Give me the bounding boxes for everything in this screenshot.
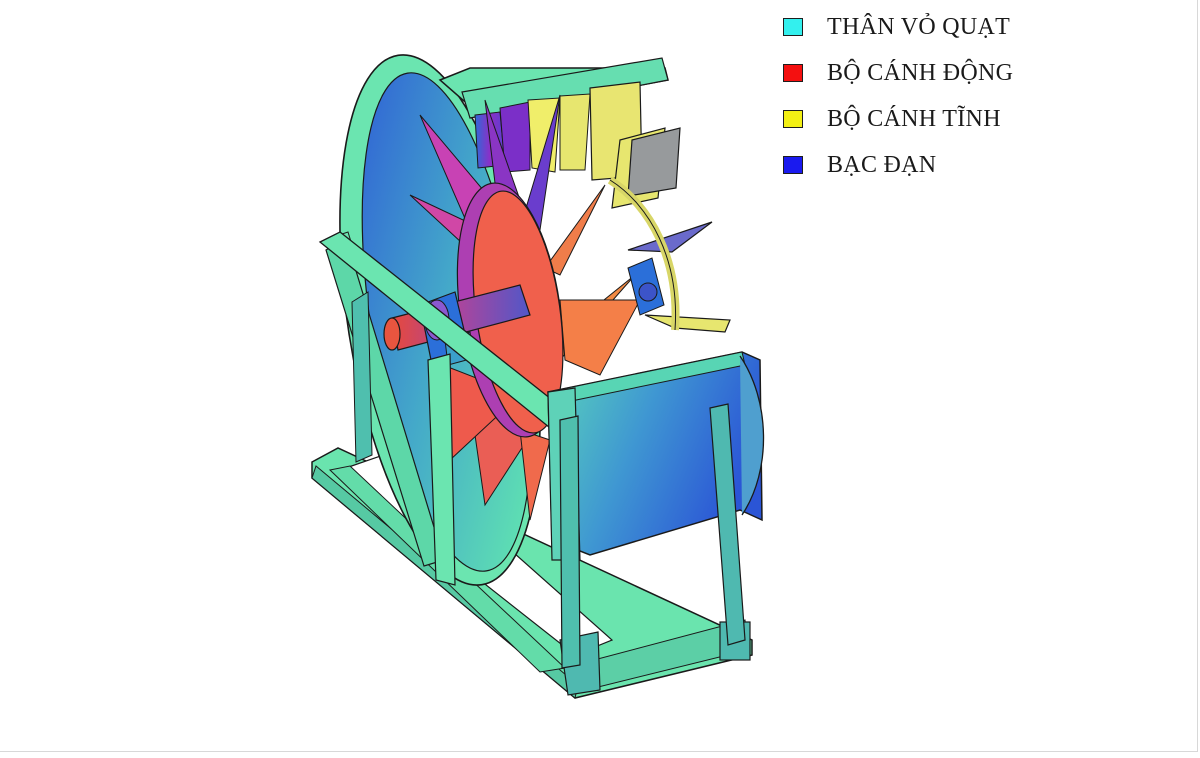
legend-swatch-blue: [783, 156, 803, 174]
legend-item-stator: BỘ CÁNH TĨNH: [783, 96, 1013, 142]
legend-item-bearing: BẠC ĐẠN: [783, 142, 1013, 188]
right-stator-vanes: [607, 127, 731, 333]
legend-label-bearing: BẠC ĐẠN: [827, 151, 937, 178]
legend-swatch-cyan: [783, 18, 803, 36]
legend-item-casing: THÂN VỎ QUẠT: [783, 4, 1013, 50]
legend-swatch-yellow: [783, 110, 803, 128]
legend: THÂN VỎ QUẠT BỘ CÁNH ĐỘNG BỘ CÁNH TĨNH B…: [783, 4, 1013, 188]
legend-label-casing: THÂN VỎ QUẠT: [827, 13, 1011, 40]
legend-label-rotor: BỘ CÁNH ĐỘNG: [827, 59, 1014, 86]
legend-label-stator: BỘ CÁNH TĨNH: [827, 105, 1001, 132]
front-legs: [559, 403, 746, 669]
legend-swatch-red: [783, 64, 803, 82]
bearing-right: [627, 257, 665, 316]
legend-item-rotor: BỘ CÁNH ĐỘNG: [783, 50, 1013, 96]
top-cross-bar: [438, 57, 669, 119]
outlet-drum: [547, 351, 765, 561]
